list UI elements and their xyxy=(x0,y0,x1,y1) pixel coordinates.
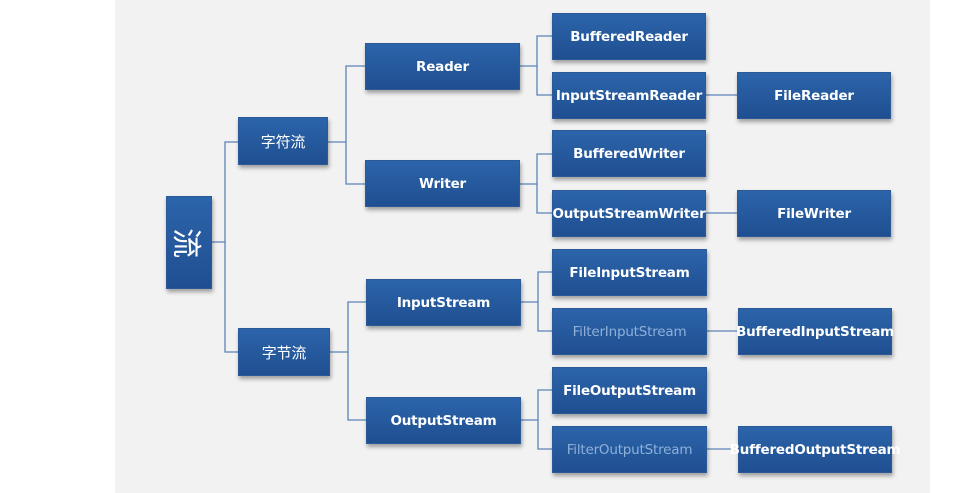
node-buffered-writer-label: BufferedWriter xyxy=(573,145,685,162)
node-output-stream-writer: OutputStreamWriter xyxy=(552,190,706,237)
node-filter-input-stream: FilterInputStream xyxy=(552,308,707,355)
node-input-stream: InputStream xyxy=(366,279,521,326)
node-buffered-input-stream-label: BufferedInputStream xyxy=(736,323,895,340)
root-label: 流 xyxy=(168,227,203,258)
node-file-output-stream: FileOutputStream xyxy=(552,367,707,414)
node-input-stream-reader: InputStreamReader xyxy=(552,72,706,119)
node-filter-input-stream-label: FilterInputStream xyxy=(572,323,687,340)
node-file-input-stream-label: FileInputStream xyxy=(569,264,690,281)
node-file-reader: FileReader xyxy=(737,72,891,119)
node-writer: Writer xyxy=(365,160,520,207)
node-buffered-reader: BufferedReader xyxy=(552,13,706,60)
root-node: 流 xyxy=(166,196,212,289)
node-reader-label: Reader xyxy=(416,58,469,75)
node-char-stream-label: 字符流 xyxy=(260,132,306,151)
node-filter-output-stream-label: FilterOutputStream xyxy=(566,441,693,458)
node-buffered-output-stream-label: BufferedOutputStream xyxy=(729,441,901,458)
node-file-input-stream: FileInputStream xyxy=(552,249,707,296)
node-file-reader-label: FileReader xyxy=(774,87,854,104)
node-input-stream-reader-label: InputStreamReader xyxy=(555,87,703,104)
node-byte-stream: 字节流 xyxy=(238,328,330,376)
node-output-stream: OutputStream xyxy=(366,397,521,444)
node-byte-stream-label: 字节流 xyxy=(261,343,307,362)
node-file-writer: FileWriter xyxy=(737,190,891,237)
node-reader: Reader xyxy=(365,43,520,90)
node-buffered-reader-label: BufferedReader xyxy=(570,28,688,45)
node-input-stream-label: InputStream xyxy=(396,294,491,311)
node-char-stream: 字符流 xyxy=(238,117,328,165)
node-file-writer-label: FileWriter xyxy=(777,205,851,222)
node-output-stream-label: OutputStream xyxy=(390,412,497,429)
node-output-stream-writer-label: OutputStreamWriter xyxy=(552,205,706,222)
node-writer-label: Writer xyxy=(418,175,466,192)
node-buffered-input-stream: BufferedInputStream xyxy=(736,308,895,355)
node-buffered-output-stream: BufferedOutputStream xyxy=(730,426,901,473)
node-file-output-stream-label: FileOutputStream xyxy=(563,382,696,399)
node-buffered-writer: BufferedWriter xyxy=(552,130,706,177)
node-filter-output-stream: FilterOutputStream xyxy=(552,426,707,473)
